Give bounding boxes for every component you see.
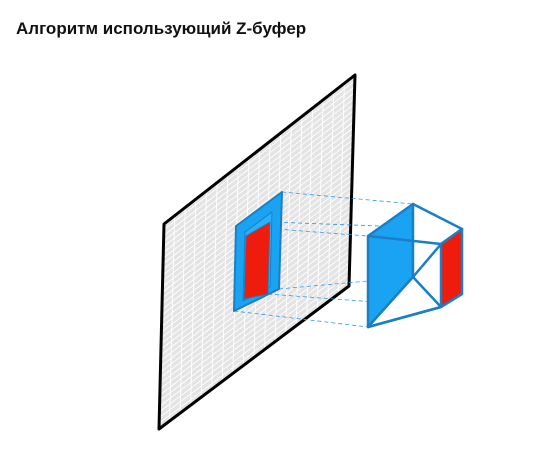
grid-line-horizontal [159, 232, 351, 379]
grid-line-horizontal [159, 268, 350, 413]
projected-red-face [243, 221, 271, 300]
object-edge-bottom [367, 305, 442, 329]
grid-line-horizontal [162, 121, 354, 270]
grid-line-horizontal [159, 262, 350, 407]
grid-line-horizontal [159, 256, 351, 401]
grid-line-horizontal [159, 244, 351, 390]
grid-line-horizontal [162, 115, 355, 265]
grid-line-horizontal [159, 279, 350, 424]
object-edge-top [367, 234, 442, 246]
grid-line-horizontal [162, 109, 355, 259]
object-red-face [439, 227, 464, 309]
grid-line-horizontal [163, 80, 355, 231]
grid-line-horizontal [163, 86, 355, 236]
grid-line-horizontal [162, 127, 354, 276]
slide-title: Алгоритм использующий Z-буфер [16, 19, 307, 38]
grid-line-horizontal [159, 238, 351, 384]
grid-line-horizontal [162, 133, 354, 282]
grid-line-horizontal [163, 98, 355, 248]
projected-image [233, 191, 283, 312]
grid-line-horizontal [159, 250, 351, 396]
scene-object [366, 202, 464, 329]
grid-line-horizontal [163, 103, 355, 253]
grid-line-horizontal [163, 92, 355, 242]
screen-plane-border [157, 73, 357, 431]
grid-line-horizontal [159, 273, 350, 418]
